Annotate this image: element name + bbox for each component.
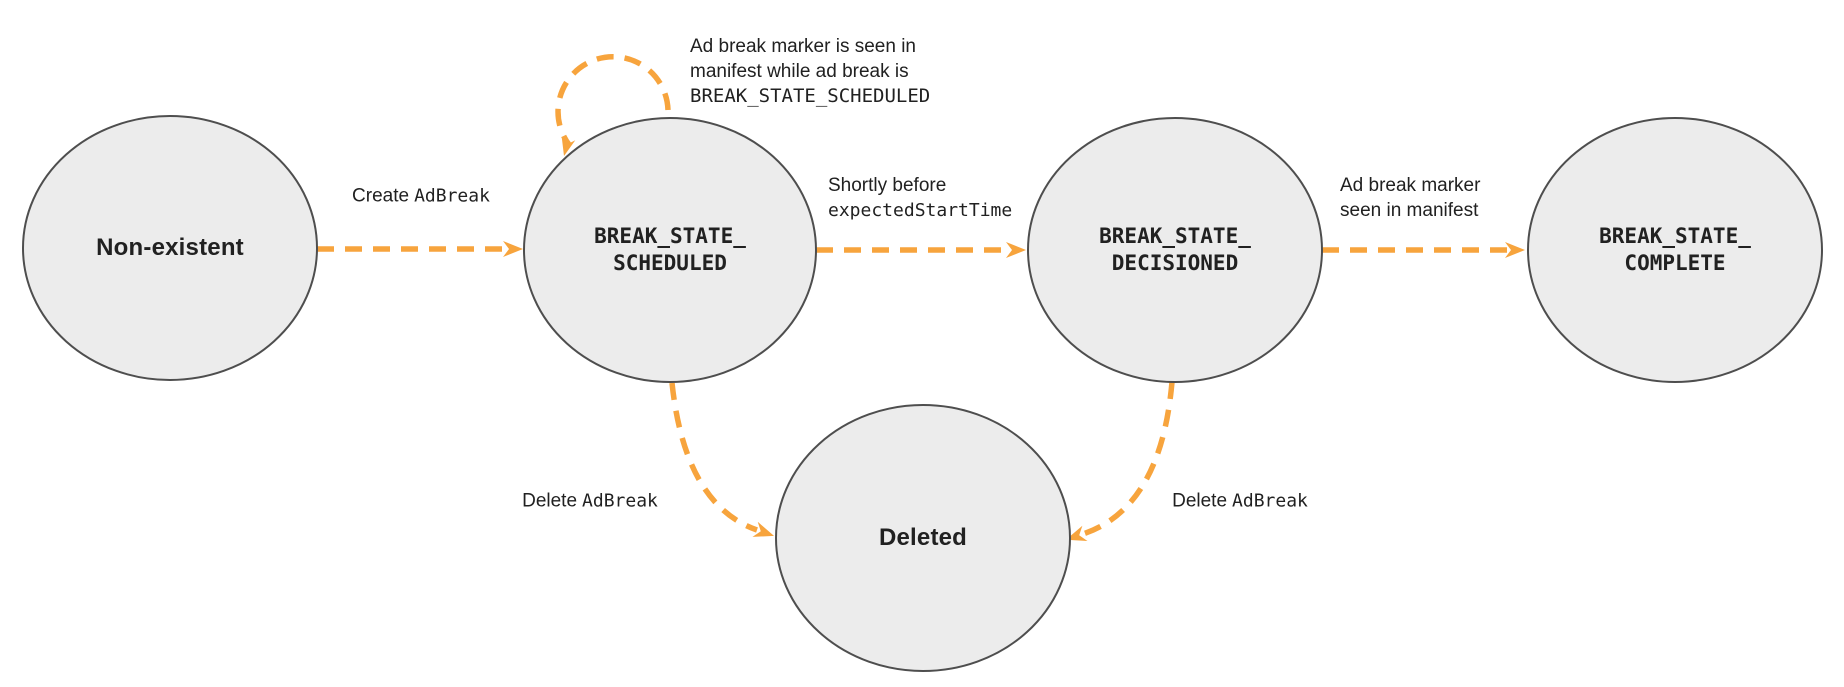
node-break-state-complete-ellipse	[1527, 117, 1823, 383]
edge-label-line: Ad break marker	[1340, 175, 1481, 196]
node-label-line: SCHEDULED	[613, 251, 727, 275]
node-label-non-existent: Non-existent	[96, 234, 244, 261]
node-label-line: BREAK_STATE_	[1099, 224, 1251, 248]
node-label-break-state-scheduled: BREAK_STATE_ SCHEDULED	[594, 223, 746, 277]
node-break-state-decisioned-ellipse	[1027, 117, 1323, 383]
node-label-line: BREAK_STATE_	[1599, 224, 1751, 248]
edge-label-line: Shortly before	[828, 175, 947, 196]
edge-label-self-loop: Ad break marker is seen in manifest whil…	[690, 34, 930, 109]
node-deleted-ellipse	[775, 404, 1071, 672]
node-label-line: DECISIONED	[1111, 251, 1239, 275]
edge-label-text: Delete	[522, 490, 578, 512]
node-label-line: COMPLETE	[1624, 251, 1726, 275]
edge-label-delete-adbreak-left: Delete AdBreak	[522, 489, 658, 514]
edge-delete-from-decisioned-arrow	[1065, 381, 1175, 541]
edge-delete-from-scheduled-arrow	[669, 382, 774, 537]
edge-label-code: AdBreak	[1232, 490, 1308, 512]
node-label-deleted: Deleted	[878, 524, 968, 551]
edge-label-line: seen in manifest	[1340, 200, 1479, 221]
edge-label-text: Create	[352, 185, 410, 207]
node-label-line: BREAK_STATE_	[594, 224, 746, 248]
edge-label-marker-seen: Ad break marker seen in manifest	[1340, 173, 1480, 223]
self-loop-arrowhead-icon	[561, 136, 576, 156]
edge-label-create-adbreak: Create AdBreak	[352, 184, 490, 209]
edge-label-text: Delete	[1172, 490, 1228, 512]
edge-label-code: AdBreak	[414, 185, 490, 207]
edge-label-code: BREAK_STATE_SCHEDULED	[690, 85, 931, 107]
edge-label-line: Ad break marker is seen in	[690, 36, 916, 57]
node-break-state-scheduled-ellipse	[523, 117, 817, 383]
node-non-existent-ellipse	[22, 115, 318, 381]
edge-label-delete-adbreak-right: Delete AdBreak	[1172, 489, 1308, 514]
edge-self-loop-arrow	[555, 54, 671, 148]
edge-label-code: AdBreak	[582, 490, 658, 512]
node-label-break-state-decisioned: BREAK_STATE_ DECISIONED	[1099, 223, 1251, 277]
edge-label-code: expectedStartTime	[828, 200, 1013, 221]
edge-label-shortly-before: Shortly before expectedStartTime	[828, 173, 1012, 223]
node-label-break-state-complete: BREAK_STATE_ COMPLETE	[1599, 223, 1751, 277]
edge-label-line: manifest while ad break is	[690, 61, 909, 82]
